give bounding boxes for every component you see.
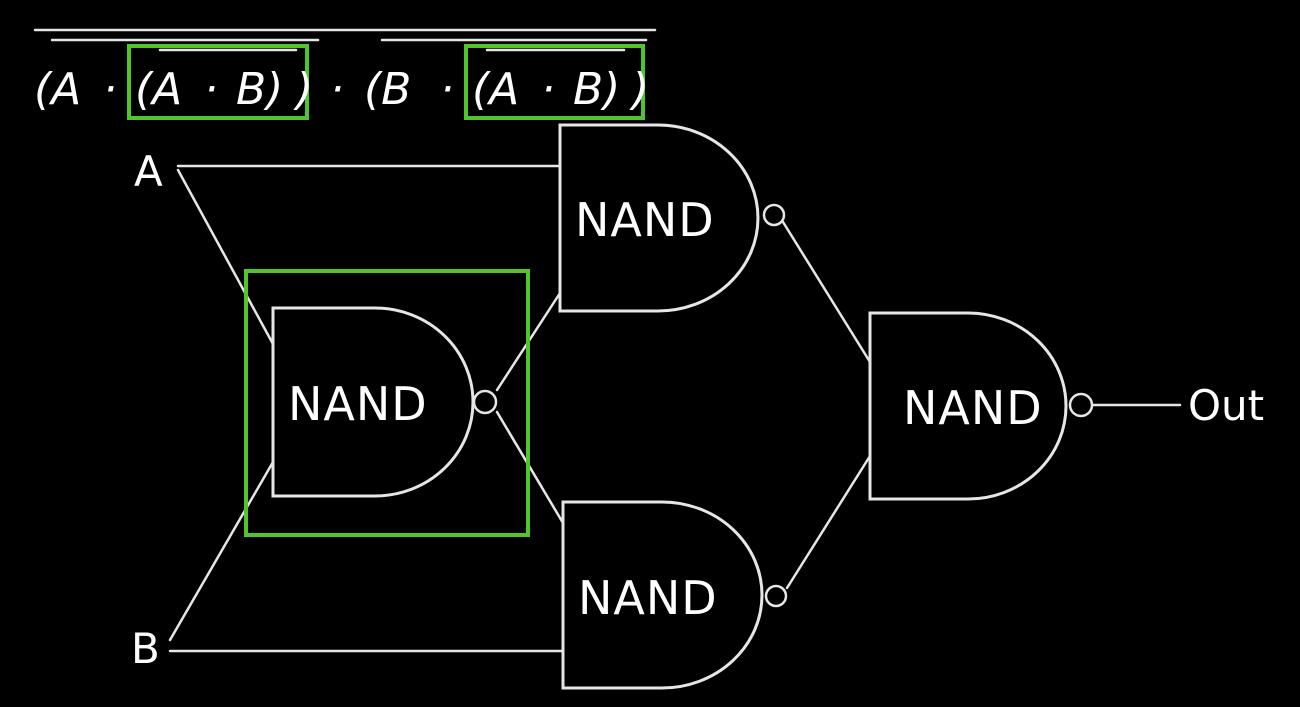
- wire-b-to-mid-gate: [168, 460, 275, 642]
- expr-token-11: ·: [541, 64, 555, 115]
- expr-token-12: B): [573, 64, 620, 115]
- gate-mid-label: NAND: [288, 377, 428, 431]
- expr-token-5: B): [236, 64, 283, 115]
- wire-bottom-to-final-gate: [785, 454, 872, 590]
- gate-mid-body: [271, 306, 475, 498]
- gate-top-bubble: [762, 203, 786, 227]
- wire-a-to-mid-gate: [176, 168, 275, 346]
- gate-final-label: NAND: [903, 381, 1043, 435]
- expr-token-6: ): [293, 64, 313, 115]
- expr-token-9: ·: [440, 64, 454, 115]
- gate-bottom-body: [561, 500, 764, 690]
- expr-token-10: (A: [472, 64, 519, 115]
- gate-final-body: [868, 311, 1068, 501]
- wires: [168, 164, 1182, 653]
- nand-gate-final: NAND: [868, 311, 1094, 501]
- wire-mid-to-bottom-gate: [495, 410, 568, 530]
- gate-top-body: [558, 123, 760, 313]
- nand-gate-middle: NAND: [271, 306, 498, 498]
- wire-top-to-final-gate: [781, 220, 872, 364]
- input-a-label: A: [134, 147, 163, 196]
- expr-token-13: ): [629, 64, 649, 115]
- expr-token-7: ·: [330, 64, 344, 115]
- gate-bottom-label: NAND: [578, 571, 718, 625]
- input-b-label: B: [131, 624, 160, 673]
- expr-token-1: (A: [34, 64, 81, 115]
- boolean-expression: (A · (A · B) ) · (B · (A · B) ): [33, 28, 657, 120]
- expr-highlight-right: [464, 44, 645, 120]
- gate-mid-bubble: [472, 389, 498, 415]
- gate-final-bubble: [1068, 392, 1094, 418]
- gate-top-label: NAND: [575, 193, 715, 247]
- expr-highlight-left: [127, 44, 309, 120]
- expr-token-8: (B: [364, 64, 411, 115]
- nand-gate-top: NAND: [558, 123, 786, 313]
- expr-token-2: ·: [103, 64, 117, 115]
- gate-bottom-bubble: [764, 584, 788, 608]
- expr-token-4: ·: [204, 64, 218, 115]
- output-label: Out: [1188, 381, 1264, 430]
- mid-gate-highlight: [244, 269, 530, 537]
- expr-token-3: (A: [135, 64, 182, 115]
- nand-gate-bottom: NAND: [561, 500, 788, 690]
